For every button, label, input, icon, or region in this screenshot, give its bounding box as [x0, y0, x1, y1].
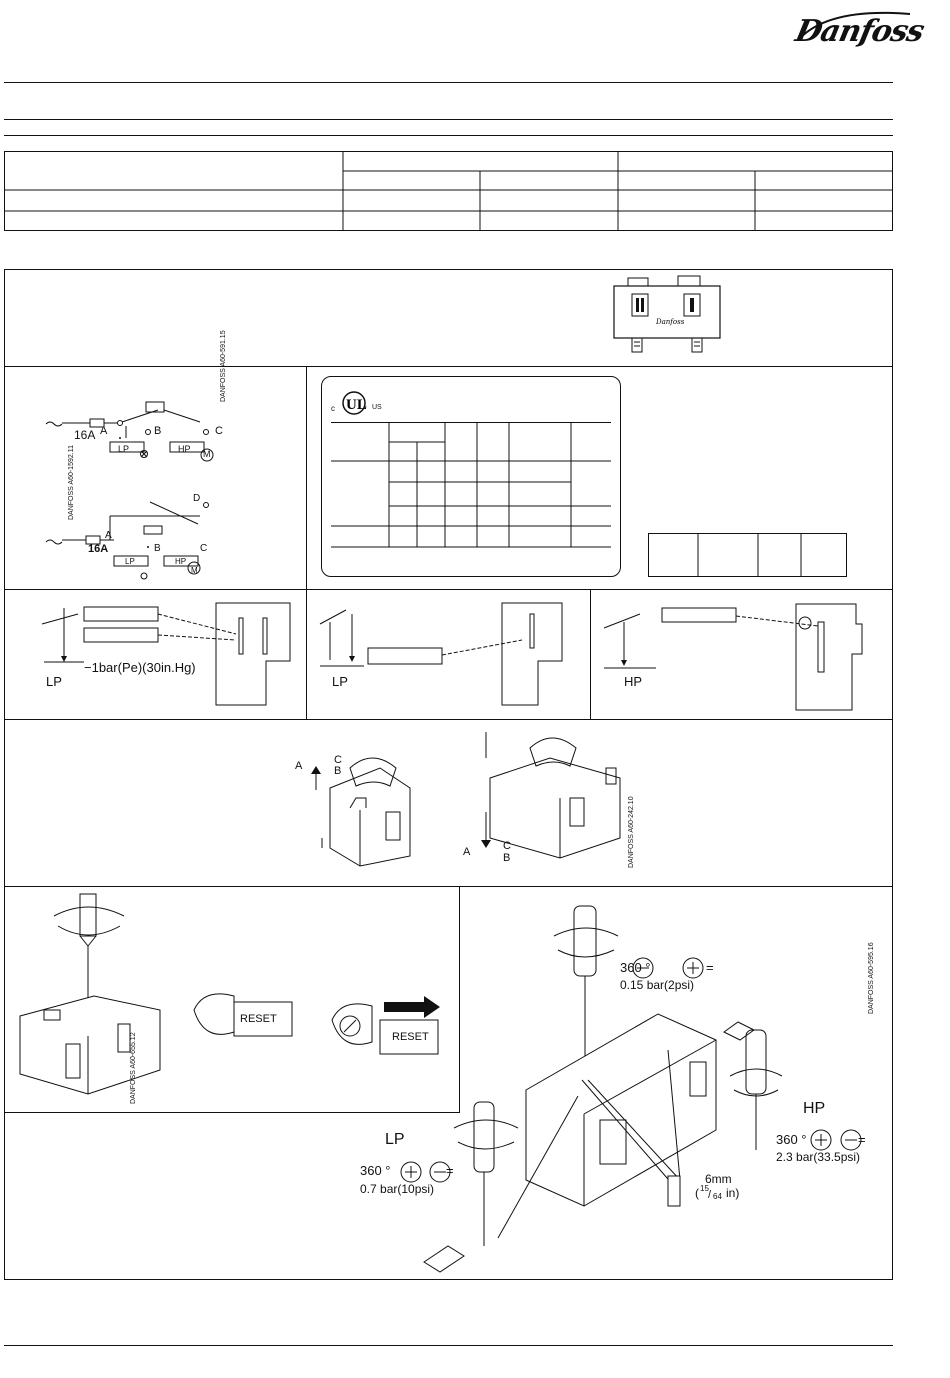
reset-contact-b-1: B [334, 765, 342, 777]
manual-reset-illustration [19, 893, 440, 1095]
row-divider [4, 1112, 459, 1113]
contact-d-label-2: D [193, 493, 201, 504]
contact-c-label-2: C [200, 543, 208, 554]
lp-deg-label: 360 ° [360, 1163, 391, 1178]
section-rule [4, 119, 893, 120]
lp-differential-diagram [319, 602, 563, 706]
ul-us-text: US [372, 404, 382, 411]
lp-range-label-2: LP [332, 674, 348, 689]
key-size-mm: 6mm [705, 1172, 732, 1186]
svg-text:UL: UL [346, 397, 367, 413]
hp-eq-label: = [858, 1132, 866, 1147]
row-divider [4, 719, 893, 720]
diff-eq-label: = [706, 960, 714, 975]
lp-switch-label-1: LP [118, 444, 130, 454]
contact-a-label-2: A [105, 530, 112, 541]
ul-rating-table [331, 422, 611, 548]
header-rule [4, 82, 893, 83]
reset-contact-c-2: C [503, 840, 511, 852]
section-rule [4, 135, 893, 136]
hp-range-label: HP [624, 674, 643, 689]
danfoss-logo: Danfoss [792, 8, 927, 49]
hp-range-diagram [603, 603, 863, 711]
hp-deg-label: 360 ° [776, 1132, 807, 1147]
lp-value: 0.7 bar(10psi) [360, 1182, 435, 1196]
spec-table-grid [4, 151, 893, 231]
lp-range-label-1: LP [46, 674, 62, 689]
footer-rule [4, 1345, 893, 1346]
drawing-code-reset: DANFOSS A60-242.10 [628, 796, 635, 868]
hp-switch-label-2: HP [175, 557, 187, 566]
spec-table [4, 151, 893, 231]
reset-contact-c-1: C [334, 754, 342, 766]
motor-label-1: M [203, 449, 211, 459]
contact-b-label-1: B [154, 425, 162, 437]
reset-contact-b-2: B [503, 852, 511, 864]
diff-deg-label: 360 ° [620, 960, 651, 975]
key-frac-slash: / [708, 1189, 712, 1201]
row-divider [4, 886, 893, 887]
ul-c-text: c [331, 404, 335, 413]
reset-button-label-1: RESET [240, 1013, 277, 1025]
reset-contact-a-1: A [295, 760, 303, 772]
motor-label-2: M [191, 566, 198, 575]
pressure-switch-illustration: Danfoss [613, 275, 721, 353]
drawing-code-2: DANFOSS A60-1592.11 [68, 445, 75, 520]
lp-eq-label: = [446, 1163, 454, 1178]
fuse-label-2: 16A [88, 543, 109, 555]
col-divider [590, 589, 591, 719]
lp-range-diagram [41, 602, 291, 706]
reset-contact-a-2: A [463, 846, 471, 858]
contact-c-label-1: C [215, 425, 223, 437]
ul-mark-icon: UL [342, 391, 367, 415]
wiring-diagrams [45, 401, 214, 580]
diff-value: 0.15 bar(2psi) [620, 978, 695, 992]
small-rating-table [648, 533, 847, 577]
drawing-code-1: DANFOSS A60-591.15 [220, 330, 227, 402]
lp-switch-label-2: LP [125, 557, 135, 566]
drawing-code-manual-reset: DANFOSS A60-655.12 [130, 1032, 137, 1104]
vacuum-limit-label: −1bar(Pe)(30in.Hg) [84, 660, 196, 675]
danfoss-logo-mark [799, 11, 911, 39]
svg-text:Danfoss: Danfoss [655, 318, 685, 326]
key-frac-den: 64 [713, 1192, 722, 1201]
contact-b-label-2: B [154, 543, 161, 554]
instruction-frame [4, 269, 893, 1280]
contact-a-label-1: A [100, 425, 108, 437]
row-divider [4, 589, 893, 590]
reset-button-label-2: RESET [392, 1031, 429, 1043]
hp-value: 2.3 bar(33.5psi) [776, 1150, 861, 1164]
setting-hp-label: HP [803, 1100, 826, 1117]
setting-illustration [400, 905, 862, 1273]
fuse-label-1: 16A [74, 428, 96, 442]
col-divider [306, 366, 307, 719]
setting-lp-label: LP [385, 1131, 405, 1148]
drawing-code-setting: DANFOSS A60-595.16 [868, 942, 875, 1014]
row-divider [4, 366, 893, 367]
hp-switch-label-1: HP [178, 444, 191, 454]
key-size-paren: ( [695, 1186, 699, 1200]
danfoss-logo-text: Danfoss [792, 14, 927, 49]
reset-illustrations [311, 732, 621, 867]
ul-rating-box [321, 376, 621, 577]
col-divider [459, 886, 460, 1113]
key-frac-num: 15 [700, 1184, 709, 1193]
key-size-in: in) [726, 1186, 740, 1200]
